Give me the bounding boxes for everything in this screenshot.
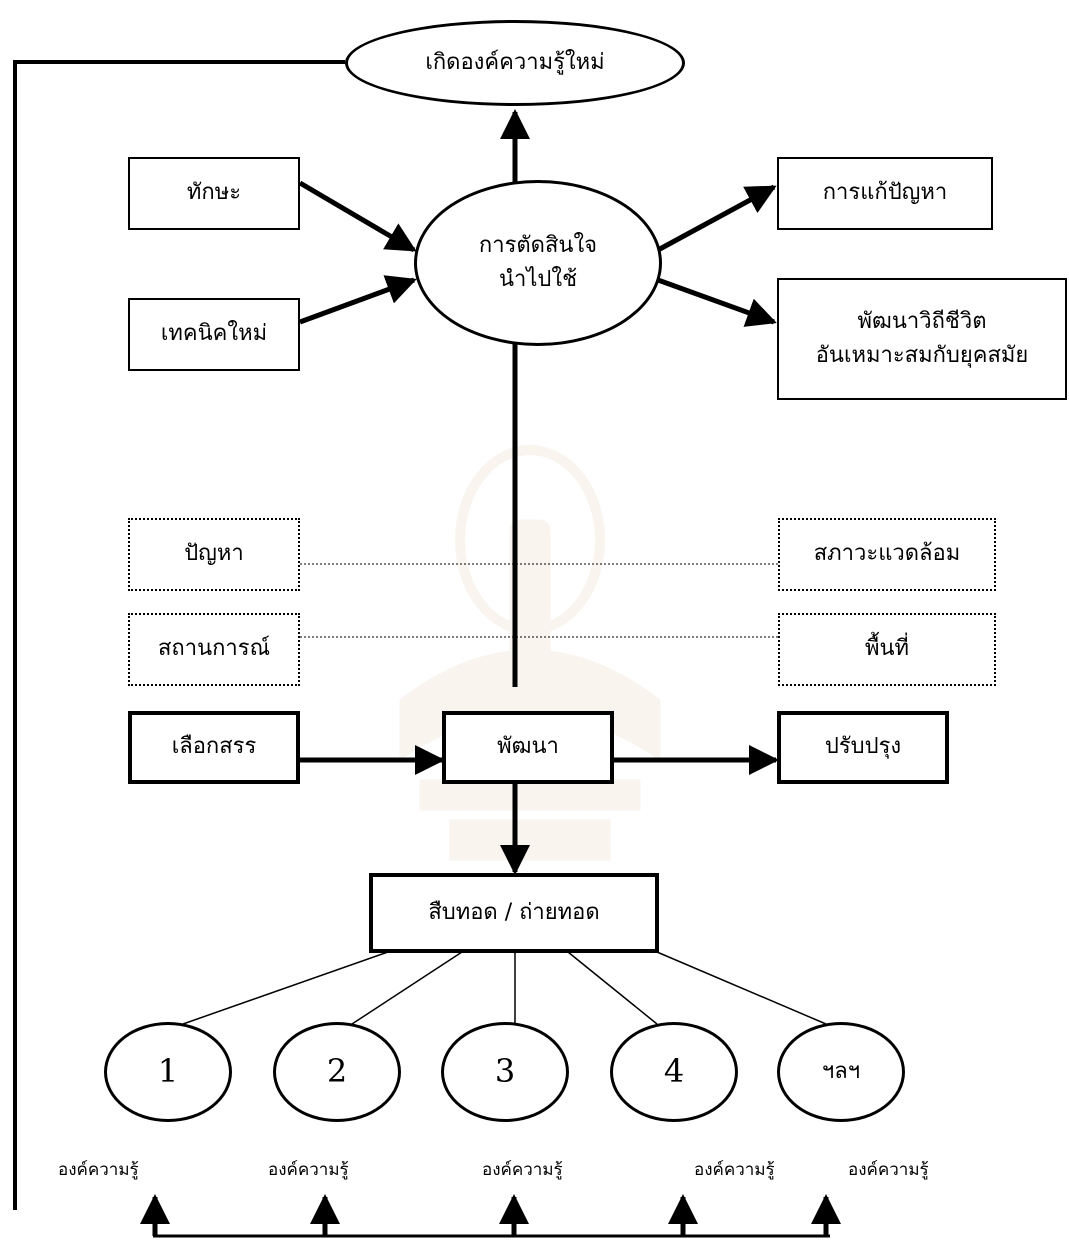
tree-line-4: [567, 951, 658, 1025]
area-box: พื้นที่: [778, 613, 996, 686]
circle-2: 2: [273, 1022, 401, 1122]
tree-line-5: [656, 951, 827, 1025]
circle-etc: ฯลฯ: [777, 1022, 905, 1122]
develop-box: พัฒนา: [442, 711, 614, 784]
knowledge-label-1: องค์ความรู้: [58, 1160, 139, 1180]
new-knowledge-label: เกิดองค์ความรู้ใหม่: [425, 49, 605, 75]
problem-box: ปัญหา: [128, 518, 300, 591]
circle-1: 1: [104, 1022, 232, 1122]
knowledge-label-4: องค์ความรู้: [694, 1160, 775, 1180]
improve-box: ปรับปรุง: [777, 711, 949, 784]
decision-label-line2: นำไปใช้: [498, 267, 578, 292]
select-box: เลือกสรร: [128, 711, 300, 784]
decision-label-line1: การตัดสินใจ: [478, 232, 598, 258]
inherit-label: สืบทอด / ถ่ายทอด: [428, 899, 600, 925]
lifestyle-label-line2: อันเหมาะสมกับยุคสมัย: [815, 343, 1029, 368]
inherit-box: สืบทอด / ถ่ายทอด: [369, 873, 659, 953]
problem-solving-label: การแก้ปัญหา: [822, 180, 948, 206]
skill-label: ทักษะ: [186, 180, 242, 206]
circle-4: 4: [610, 1022, 738, 1122]
circle-3-label: 3: [494, 1052, 516, 1091]
circle-1-label: 1: [157, 1052, 179, 1091]
problem-label: ปัญหา: [184, 541, 244, 567]
select-label: เลือกสรร: [171, 734, 257, 760]
new-technique-box: เทคนิคใหม่: [128, 298, 300, 371]
improve-label: ปรับปรุง: [824, 734, 902, 760]
knowledge-label-2: องค์ความรู้: [268, 1160, 349, 1180]
decision-ellipse: การตัดสินใจ นำไปใช้: [414, 180, 662, 346]
circle-2-label: 2: [326, 1052, 348, 1091]
tree-line-2: [351, 951, 463, 1025]
arrow-decision-to-lifestyle: [657, 277, 777, 327]
situation-label: สถานการณ์: [157, 636, 271, 662]
circle-etc-label: ฯลฯ: [821, 1058, 861, 1084]
skill-box: ทักษะ: [128, 157, 300, 230]
feedback-loop-line: [13, 60, 345, 1210]
develop-label: พัฒนา: [497, 734, 559, 760]
environment-label: สภาวะแวดล้อม: [813, 541, 961, 567]
arrow-skill-to-decision: [298, 180, 417, 253]
environment-box: สภาวะแวดล้อม: [778, 518, 996, 591]
situation-box: สถานการณ์: [128, 613, 300, 686]
problem-solving-box: การแก้ปัญหา: [777, 157, 993, 230]
circle-3: 3: [441, 1022, 569, 1122]
knowledge-label-5: องค์ความรู้: [848, 1160, 929, 1180]
watermark-emblem: [399, 445, 661, 861]
tree-line-1: [182, 951, 389, 1025]
knowledge-label-3: องค์ความรู้: [482, 1160, 563, 1180]
new-technique-label: เทคนิคใหม่: [160, 321, 268, 347]
circle-4-label: 4: [663, 1052, 685, 1091]
arrow-technique-to-decision: [299, 275, 417, 325]
arrow-decision-to-solving: [656, 184, 777, 253]
new-knowledge-ellipse: เกิดองค์ความรู้ใหม่: [345, 20, 685, 106]
lifestyle-label-line1: พัฒนาวิถีชีวิต: [857, 308, 987, 334]
area-label: พื้นที่: [864, 636, 910, 662]
lifestyle-box: พัฒนาวิถีชีวิต อันเหมาะสมกับยุคสมัย: [777, 278, 1067, 400]
